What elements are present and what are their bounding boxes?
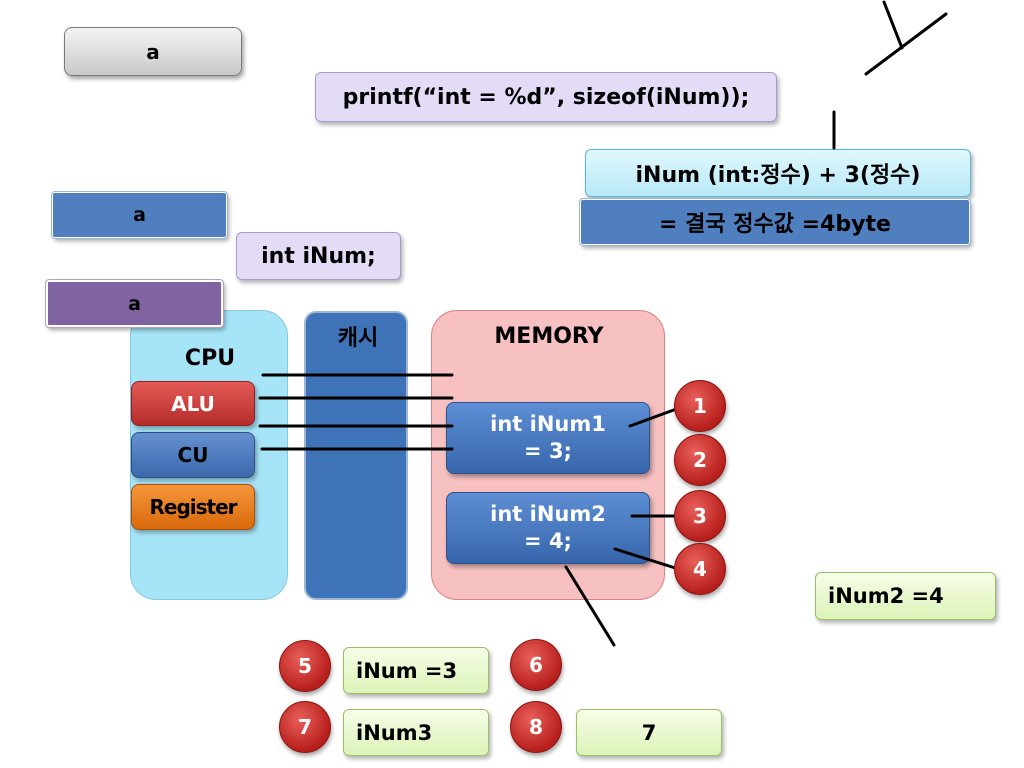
printf-code-box: printf(“int = %d”, sizeof(iNum)); [315, 72, 777, 122]
cache-panel: 캐시 [304, 311, 408, 600]
expression-box: iNum (int:정수) + 3(정수) [585, 149, 971, 197]
side-result-text: iNum2 =4 [828, 584, 944, 608]
cpu-title: CPU [184, 345, 236, 371]
cu-chip: CU [131, 432, 255, 478]
answer-8-text: 7 [641, 720, 657, 745]
memory-cell-inum1-line2: = 3; [524, 439, 572, 463]
answer-7-text: iNum3 [356, 720, 433, 745]
blue-label-bar-text: a [133, 204, 146, 226]
top-button[interactable]: a [64, 27, 242, 76]
step-circle-8: 8 [510, 701, 562, 753]
purple-label-bar-text: a [128, 292, 141, 315]
memory-title: MEMORY [494, 323, 604, 349]
result-bar: = 결국 정수값 =4byte [579, 198, 971, 246]
step-circle-3: 3 [674, 490, 726, 542]
pen-stroke-1 [882, 0, 904, 50]
memory-cell-inum1: int iNum1 = 3; [446, 402, 650, 474]
answer-5-text: iNum =3 [356, 658, 458, 683]
memory-cell-inum1-line1: int iNum1 [490, 412, 606, 436]
top-button-label: a [146, 39, 160, 64]
register-chip: Register [131, 484, 255, 530]
pen-stroke-2 [864, 12, 948, 76]
answer-box-5: iNum =3 [343, 647, 489, 694]
step-circle-6: 6 [510, 639, 562, 691]
memory-cell-inum2-line2: = 4; [524, 529, 572, 553]
step-circle-7: 7 [279, 701, 331, 753]
answer-box-8: 7 [576, 709, 722, 756]
printf-code-text: printf(“int = %d”, sizeof(iNum)); [342, 84, 750, 110]
register-label: Register [149, 495, 237, 519]
purple-label-bar[interactable]: a [45, 279, 224, 328]
alu-label: ALU [171, 391, 215, 416]
side-result-box: iNum2 =4 [815, 572, 996, 620]
blue-label-bar[interactable]: a [51, 191, 228, 239]
expression-text: iNum (int:정수) + 3(정수) [635, 163, 921, 188]
result-text: = 결국 정수값 =4byte [659, 212, 891, 237]
step-circle-4: 4 [674, 543, 726, 595]
step-circle-2: 2 [674, 434, 726, 486]
step-circle-5: 5 [279, 640, 331, 692]
alu-chip: ALU [131, 381, 255, 426]
declaration-text: int iNum; [261, 243, 376, 269]
declaration-box: int iNum; [236, 232, 401, 280]
cu-label: CU [177, 443, 209, 467]
memory-cell-inum2: int iNum2 = 4; [446, 492, 650, 564]
memory-cell-inum2-line1: int iNum2 [490, 502, 606, 526]
answer-box-7: iNum3 [343, 709, 489, 756]
step-circle-1: 1 [674, 380, 726, 432]
cache-title: 캐시 [337, 326, 379, 351]
